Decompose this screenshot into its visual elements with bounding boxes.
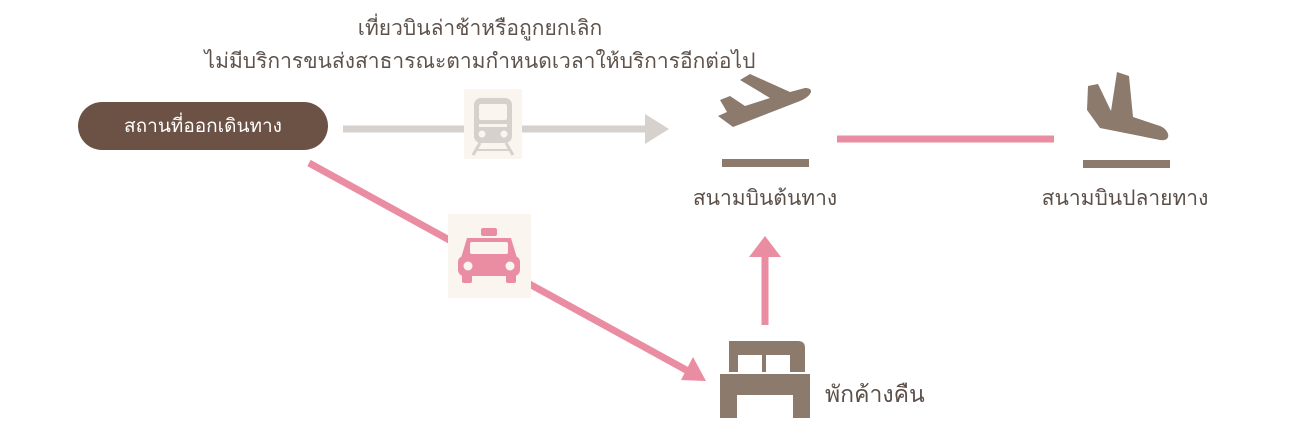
bed-icon xyxy=(720,341,810,418)
departure-airport-label: สนามบินต้นทาง xyxy=(692,186,838,210)
taxi-icon xyxy=(448,214,531,298)
origin-label: สถานที่ออกเดินทาง xyxy=(124,115,282,137)
train-icon xyxy=(464,89,522,159)
airplane-landing-icon xyxy=(1083,72,1170,168)
notice-line-2: ไม่มีบริการขนส่งสาธารณะตามกำหนดเวลาให้บร… xyxy=(204,49,756,73)
airplane-takeoff-icon xyxy=(718,74,812,167)
origin-node: สถานที่ออกเดินทาง xyxy=(78,102,328,150)
arrival-airport-label: สนามบินปลายทาง xyxy=(1041,186,1209,210)
hotel-label: พักค้างคืน xyxy=(825,382,925,408)
notice-line-1: เที่ยวบินล่าช้าหรือถูกยกเลิก xyxy=(357,16,603,40)
hotel-to-airport-arrow xyxy=(749,236,781,325)
